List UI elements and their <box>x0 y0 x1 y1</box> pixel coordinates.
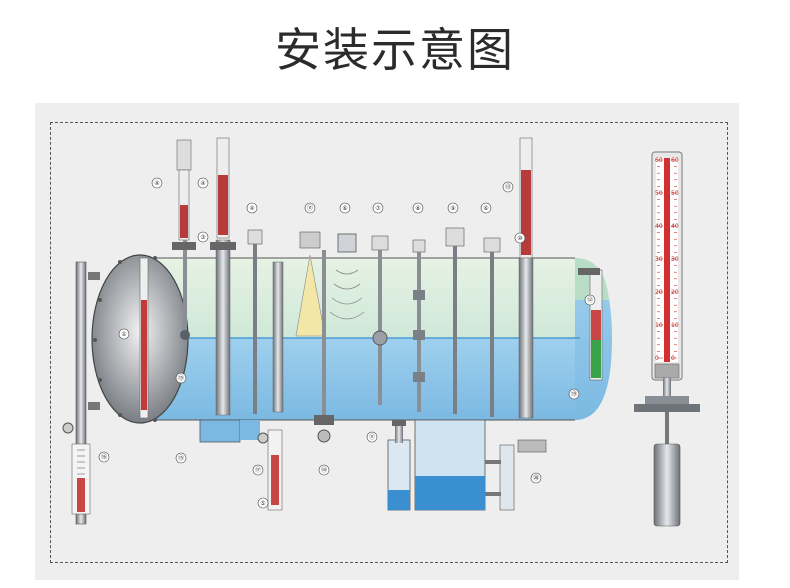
gauge-tick-label-left: 60 <box>655 157 663 164</box>
gauge-tick-label-left: 30 <box>655 256 663 263</box>
callout-18: ⑳ <box>530 472 542 484</box>
svg-text:⑫: ⑫ <box>587 296 593 304</box>
gauge-tick-label-left: 0 <box>655 355 659 362</box>
vessel <box>91 254 612 443</box>
callout-3: ④ <box>197 177 209 189</box>
svg-text:⑤: ⑤ <box>260 500 265 507</box>
callout-5: ⑪ <box>304 202 316 214</box>
svg-text:⑲: ⑲ <box>571 390 577 398</box>
svg-text:⑦: ⑦ <box>375 205 381 212</box>
callout-12: ⑮ <box>175 372 187 384</box>
callouts: ① ④ ④ ④ ⑪ ⑥ ⑦ ⑧ ⑨ ⑥ ⑬ ⑮ ⑫ ⑯ ⑰ ⑭ ⑪ ⑳ ⑮ ⑲ … <box>98 177 596 509</box>
callout-8: ⑧ <box>412 202 424 214</box>
page-title: 安装示意图 <box>275 23 515 77</box>
top-gauge-left <box>172 139 196 340</box>
svg-text:⑬: ⑬ <box>505 183 511 191</box>
gauge-tick-label-right: 40 <box>671 223 679 230</box>
callout-21: ⑩ <box>514 232 526 244</box>
callout-4: ④ <box>246 202 258 214</box>
gauge-tick-label-left: 40 <box>655 223 663 230</box>
gauge-tick-label-left: 20 <box>655 289 663 296</box>
svg-text:⑩: ⑩ <box>517 235 522 242</box>
svg-text:⑪: ⑪ <box>369 433 375 441</box>
svg-text:④: ④ <box>154 180 159 187</box>
svg-text:④: ④ <box>200 180 205 187</box>
callout-15: ⑰ <box>252 464 264 476</box>
probe-3 <box>247 229 263 414</box>
gauge-tick-label-right: 10 <box>671 322 679 329</box>
standalone-gauge: 0 0 10 10 20 20 30 30 40 40 50 50 60 60 <box>634 151 700 527</box>
svg-text:⑨: ⑨ <box>450 205 455 212</box>
svg-text:⑳: ⑳ <box>533 474 539 482</box>
multi-float-probe <box>412 239 426 412</box>
callout-9: ⑨ <box>447 202 459 214</box>
svg-text:⑥: ⑥ <box>342 205 347 212</box>
svg-text:⑯: ⑯ <box>101 453 107 461</box>
gauge-tick-label-left: 10 <box>655 322 663 329</box>
callout-23: ⑤ <box>257 497 269 509</box>
svg-text:⑭: ⑭ <box>321 466 327 474</box>
callout-14: ⑯ <box>98 451 110 463</box>
radar-level <box>295 231 334 443</box>
svg-text:⑮: ⑮ <box>178 374 184 382</box>
svg-text:⑮: ⑮ <box>178 454 184 462</box>
ultrasonic-level <box>329 233 365 320</box>
diagram-frame <box>50 122 728 563</box>
callout-7: ⑦ <box>372 202 384 214</box>
probe-9 <box>445 227 465 414</box>
gauge-red-column <box>664 158 670 362</box>
liquid-zone <box>135 338 575 420</box>
callout-17: ⑪ <box>366 431 378 443</box>
callout-2: ④ <box>151 177 163 189</box>
callout-16: ⑭ <box>318 464 330 476</box>
callout-11: ⑬ <box>502 181 514 193</box>
gauge-tick-label-right: 20 <box>671 289 679 296</box>
gauge-tick-label-right: 60 <box>671 157 679 164</box>
svg-text:①: ① <box>121 331 126 338</box>
gauge-tick-label-right: 50 <box>671 190 679 197</box>
svg-text:③: ③ <box>200 234 205 241</box>
top-gauge-2 <box>210 137 236 416</box>
callout-20: ⑲ <box>568 388 580 400</box>
left-bypass-gauge <box>62 261 100 525</box>
svg-text:⑧: ⑧ <box>415 205 420 212</box>
gauge-tick-label-left: 50 <box>655 190 663 197</box>
side-gauge <box>257 261 284 511</box>
gauge-float <box>653 443 681 527</box>
external-chamber <box>485 439 547 511</box>
svg-text:⑰: ⑰ <box>255 466 261 474</box>
callout-1: ① <box>118 328 130 340</box>
float-ball-probe <box>371 235 389 405</box>
probe-6 <box>483 237 501 417</box>
vapor-zone <box>135 258 575 338</box>
top-gauge-right <box>518 137 534 419</box>
svg-text:④: ④ <box>249 205 254 212</box>
callout-6: ⑥ <box>339 202 351 214</box>
endcap-gauge <box>139 257 149 419</box>
callout-19: ⑮ <box>175 452 187 464</box>
svg-text:⑥: ⑥ <box>483 205 488 212</box>
gauge-tick-label-right: 30 <box>671 256 679 263</box>
callout-13: ⑫ <box>584 294 596 306</box>
bottom-tank <box>387 419 486 511</box>
gauge-tick-label-right: 0 <box>671 355 675 362</box>
callout-10: ⑥ <box>480 202 492 214</box>
callout-22: ③ <box>197 231 209 243</box>
svg-text:⑪: ⑪ <box>307 204 313 212</box>
